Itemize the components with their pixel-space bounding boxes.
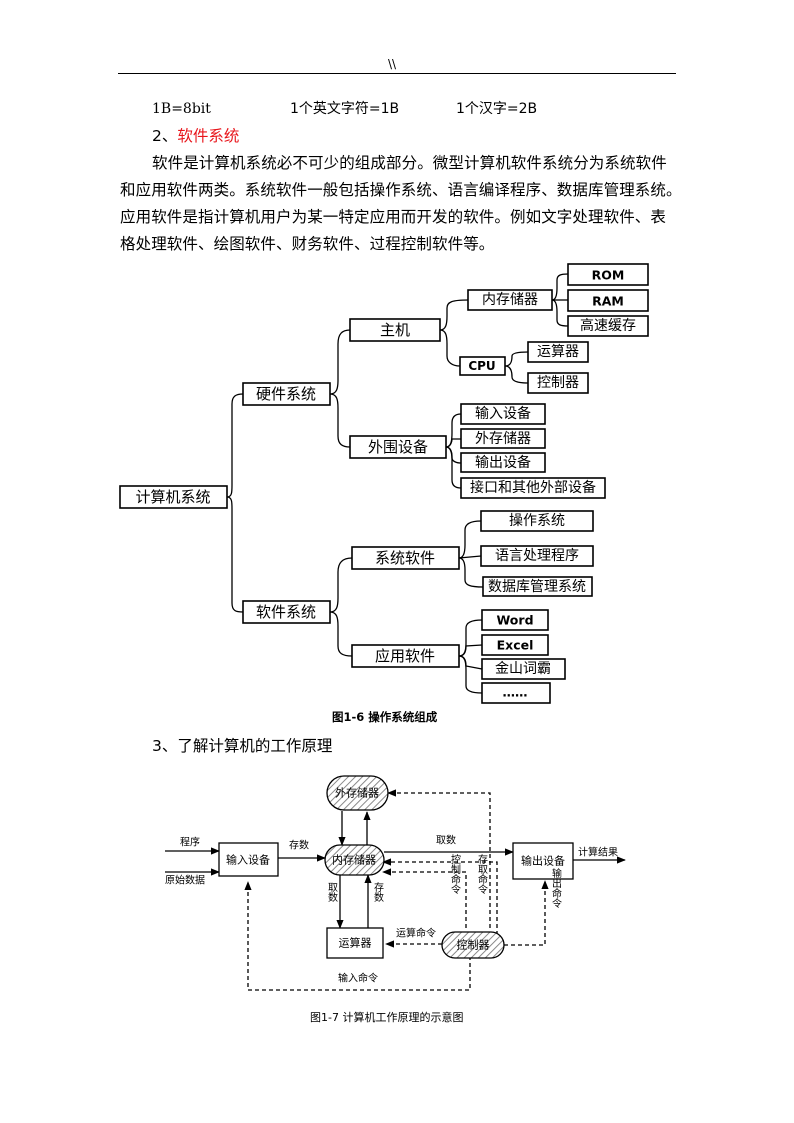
header-mark: \\ — [388, 57, 397, 71]
node-box-cache — [567, 315, 649, 337]
flow-label-result: 计算结果 — [578, 846, 618, 859]
flow-output: 输出设备 — [521, 854, 565, 868]
node-box-cpu — [459, 356, 506, 376]
node-box-word — [481, 609, 549, 631]
para-line-3: 应用软件是指计算机用户为某一特定应用而开发的软件。例如文字处理软件、表 — [120, 208, 667, 226]
flow-label-fetch-v: 取数 — [326, 882, 338, 903]
node-excel: Excel — [497, 638, 534, 653]
node-os: 操作系统 — [509, 513, 565, 529]
flow-ext-storage: 外存储器 — [335, 786, 379, 800]
node-ram: RAM — [592, 294, 624, 309]
node-root: 计算机系统 — [135, 488, 210, 506]
node-box-output — [460, 452, 546, 473]
header-rule — [118, 73, 676, 74]
node-box-ram — [567, 289, 649, 312]
node-box-excel — [481, 634, 549, 656]
computer-system-tree-diagram: 计算机系统 硬件系统 主机 内存储器 ROM RAM 高速缓存 CPU 运算器 … — [119, 263, 649, 704]
node-box-root — [119, 485, 228, 509]
unit-english-char: 1个英文字符=1B — [290, 101, 400, 117]
section2-number: 2、 — [152, 127, 178, 145]
section2-heading: 2、软件系统 — [152, 127, 240, 145]
node-input: 输入设备 — [475, 405, 531, 422]
para-line-1: 软件是计算机系统必不可少的组成部分。微型计算机软件系统分为系统软件 — [152, 154, 667, 172]
flow-label-output-cmd: 输出命令 — [550, 867, 562, 909]
unit-chinese-char: 1个汉字=2B — [456, 101, 538, 117]
flow-input: 输入设备 — [226, 853, 270, 867]
figure-1-6-caption: 图1-6 操作系统组成 — [332, 710, 438, 724]
flow-controller: 控制器 — [457, 938, 490, 952]
node-cache: 高速缓存 — [580, 317, 636, 334]
node-box-controller — [527, 372, 589, 394]
node-peripheral: 外围设备 — [368, 438, 428, 456]
flow-label-program: 程序 — [180, 836, 200, 849]
node-software: 软件系统 — [256, 603, 316, 621]
flow-label-store: 存数 — [289, 839, 309, 852]
flow-label-raw-data: 原始数据 — [165, 874, 205, 887]
node-box-software — [242, 600, 331, 624]
node-box-memory — [467, 289, 553, 311]
flow-node-alu — [326, 927, 384, 959]
flow-label-fetch: 取数 — [436, 834, 456, 847]
section2-title: 软件系统 — [177, 127, 240, 145]
flow-node-input — [218, 842, 279, 877]
flow-label-input-cmd: 输入命令 — [338, 972, 378, 985]
node-hardware: 硬件系统 — [256, 385, 316, 403]
para-line-4: 格处理软件、绘图软件、财务软件、过程控制软件等。 — [120, 235, 495, 253]
working-principle-diagram: 外存储器 内存储器 控制器 输入设备 输出设备 运算器 程序 原始数据 存数 取… — [165, 775, 626, 991]
figure-1-7-caption: 图1-7 计算机工作原理的示意图 — [310, 1011, 464, 1024]
flow-memory: 内存储器 — [332, 853, 376, 867]
flow-node-memory — [324, 844, 385, 876]
node-box-input — [460, 403, 546, 425]
node-box-appsoft — [351, 644, 460, 668]
node-memory: 内存储器 — [482, 292, 538, 308]
node-host: 主机 — [380, 321, 410, 339]
node-box-dbms — [482, 576, 593, 597]
flow-node-controller — [441, 931, 505, 959]
node-box-alu — [527, 341, 589, 363]
node-extstorage: 外存储器 — [475, 431, 531, 447]
node-more: …… — [503, 685, 528, 700]
flow-label-store-v: 存数 — [372, 881, 384, 903]
section3-heading: 3、了解计算机的工作原理 — [152, 737, 333, 755]
node-box-peripheral — [349, 435, 447, 459]
flow-alu: 运算器 — [339, 936, 372, 950]
node-alu: 运算器 — [537, 344, 579, 360]
node-box-hardware — [242, 382, 331, 406]
node-box-interface — [460, 477, 606, 499]
node-dbms: 数据库管理系统 — [488, 579, 586, 595]
node-box-extstorage — [460, 428, 546, 449]
unit-byte: 1B=8bit — [152, 101, 211, 117]
node-interface: 接口和其他外部设备 — [470, 479, 596, 496]
node-lang: 语言处理程序 — [495, 548, 579, 564]
node-word: Word — [496, 613, 533, 628]
flow-label-alu-cmd: 运算命令 — [396, 927, 436, 940]
node-box-lang — [480, 545, 594, 567]
node-rom: ROM — [592, 268, 625, 283]
node-output: 输出设备 — [475, 454, 531, 471]
node-box-syssoft — [351, 546, 460, 570]
para-line-2: 和应用软件两类。系统软件一般包括操作系统、语言编译程序、数据库管理系统。 — [120, 181, 682, 199]
node-cpu: CPU — [468, 359, 495, 373]
flow-node-ext-storage — [326, 775, 389, 811]
node-appsoft: 应用软件 — [375, 647, 435, 665]
node-box-host — [349, 318, 441, 342]
node-box-os — [480, 510, 594, 532]
node-jinshan: 金山词霸 — [495, 661, 551, 677]
flow-label-ctrl-cmd: 控制命令 — [449, 853, 461, 895]
node-box-more — [481, 682, 551, 704]
flow-node-output — [512, 842, 574, 880]
node-box-rom — [567, 263, 649, 286]
node-syssoft: 系统软件 — [375, 549, 435, 567]
flow-label-store-fetch-cmd: 存取命令 — [476, 853, 488, 895]
node-controller: 控制器 — [537, 375, 579, 391]
node-box-jinshan — [481, 658, 566, 680]
